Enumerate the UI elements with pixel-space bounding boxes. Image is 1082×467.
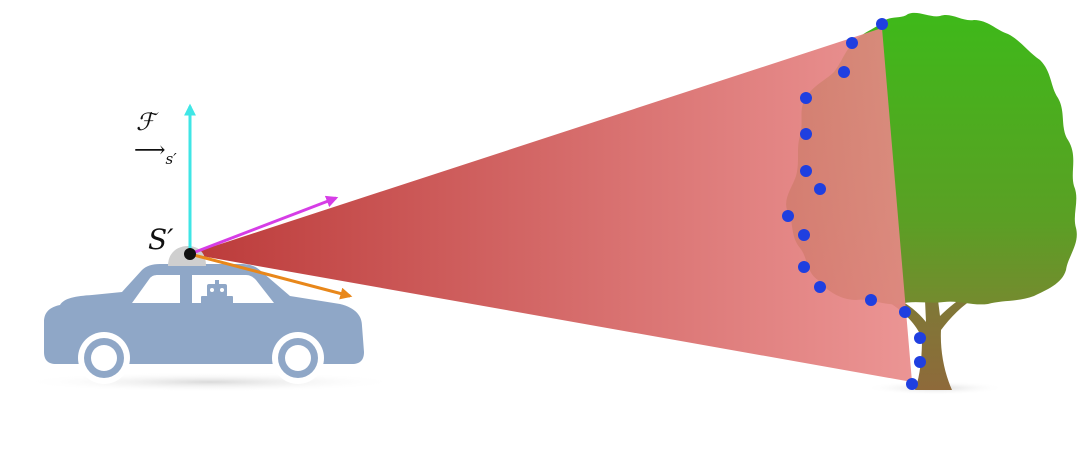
frame-subscript-text: s′ — [165, 150, 177, 168]
lidar-point — [838, 66, 850, 78]
sensor-label: S′ — [148, 223, 174, 256]
lidar-point — [906, 378, 918, 390]
frame-arrow: ⟶ — [134, 138, 166, 163]
tree-trunk — [890, 292, 978, 390]
car-window-front — [132, 275, 180, 303]
lidar-point — [814, 281, 826, 293]
lidar-point — [782, 210, 794, 222]
frame-axis-side — [189, 252, 353, 300]
lidar-point — [876, 18, 888, 30]
lidar-point — [814, 183, 826, 195]
lidar-point — [798, 229, 810, 241]
lidar-point — [800, 128, 812, 140]
lidar-points — [782, 18, 926, 390]
lidar-point — [846, 37, 858, 49]
lidar-point — [914, 332, 926, 344]
car-shadow — [20, 372, 400, 392]
frame-subscript: ⟶s′ — [134, 138, 177, 169]
lidar-point — [800, 165, 812, 177]
sensor-frustum — [190, 28, 912, 382]
lidar-point — [798, 261, 810, 273]
sensor-origin — [184, 248, 196, 260]
lidar-point — [914, 356, 926, 368]
lidar-point — [865, 294, 877, 306]
robot-icon — [201, 280, 233, 304]
lidar-point — [899, 306, 911, 318]
frame-axis-forward — [189, 195, 339, 256]
frame-symbol: ℱ — [136, 108, 155, 136]
lidar-point — [800, 92, 812, 104]
car-icon — [44, 246, 364, 384]
